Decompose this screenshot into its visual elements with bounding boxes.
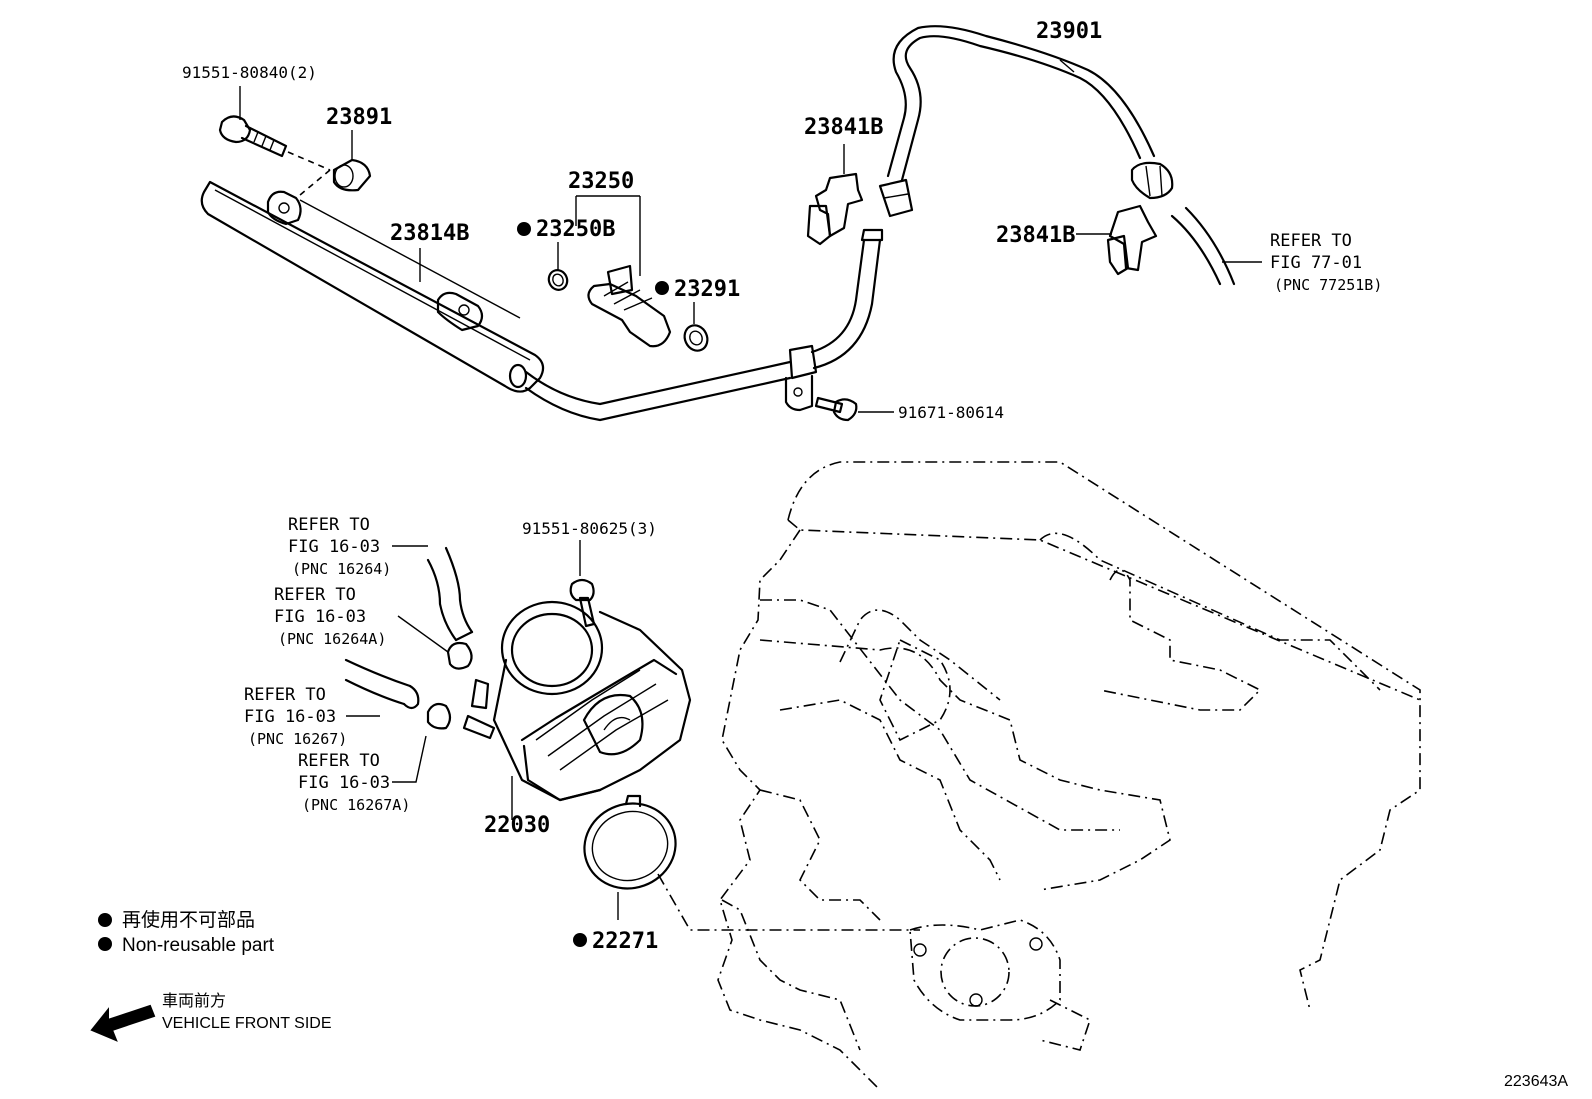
figure-id: 223643A <box>1504 1073 1568 1090</box>
gasket-22271 <box>583 794 920 931</box>
hose-16264 <box>392 545 474 642</box>
label-22271: 22271 <box>592 929 658 954</box>
o-ring-23250b <box>547 269 569 291</box>
injector-23250 <box>575 195 672 348</box>
legend-front-jp: 車両前方 <box>162 992 226 1010</box>
ref-16267a-line1: REFER TO <box>298 751 380 771</box>
ref-16264-line1: REFER TO <box>288 515 370 535</box>
bolt-91551-80840 <box>218 115 331 196</box>
clip-23841b-left <box>806 144 864 246</box>
ref-fig-16-03-16264: REFER TO FIG 16-03 (PNC 16264) <box>288 515 391 578</box>
legend-non-reusable-jp: 再使用不可部品 <box>122 909 255 931</box>
label-23841b-left: 23841B <box>804 115 883 140</box>
clamp-16267a <box>392 702 452 783</box>
label-91551-80625: 91551-80625(3) <box>522 519 657 538</box>
label-23891: 23891 <box>326 105 392 130</box>
fuel-hose-23901 <box>878 25 1174 218</box>
bolt-91551-80625 <box>569 540 596 628</box>
fuel-delivery-pipe <box>200 180 545 393</box>
non-reusable-dot-23250b <box>517 222 531 236</box>
non-reusable-dot-23291 <box>655 281 669 295</box>
ref-16267-line2: FIG 16-03 <box>244 707 336 727</box>
clip-23841b-right <box>1076 204 1158 276</box>
legend-dot-jp <box>98 913 112 927</box>
ref-fig-16-03-16267a: REFER TO FIG 16-03 (PNC 16267A) <box>298 751 410 814</box>
ref-16264-line2: FIG 16-03 <box>288 537 380 557</box>
fuel-line <box>524 228 884 422</box>
clamp-16264a <box>397 615 473 670</box>
label-23901: 23901 <box>1036 19 1102 44</box>
ref-16267-line1: REFER TO <box>244 685 326 705</box>
ref-16264a-line3: (PNC 16264A) <box>278 630 386 648</box>
ref-16267a-line2: FIG 16-03 <box>298 773 390 793</box>
label-91671-80614: 91671-80614 <box>898 403 1004 422</box>
bolt-91671-80614 <box>814 396 894 422</box>
ref-fig-77-01: REFER TO FIG 77-01 (PNC 77251B) <box>1270 231 1382 294</box>
ref-16264-line3: (PNC 16264) <box>292 560 391 578</box>
label-22030: 22030 <box>484 813 550 838</box>
engine-outline <box>717 461 1421 1091</box>
hose-stub-77-01 <box>1170 206 1262 286</box>
label-23841b-right: 23841B <box>996 223 1075 248</box>
ref-fig-16-03-16267: REFER TO FIG 16-03 (PNC 16267) <box>244 685 347 748</box>
label-23291: 23291 <box>674 277 740 302</box>
ref-77-01-line3: (PNC 77251B) <box>1274 276 1382 294</box>
ref-fig-16-03-16264a: REFER TO FIG 16-03 (PNC 16264A) <box>274 585 386 648</box>
label-91551-80840: 91551-80840(2) <box>182 63 317 82</box>
ref-16267-line3: (PNC 16267) <box>248 730 347 748</box>
non-reusable-markers <box>98 222 669 951</box>
sleeve-23891 <box>332 158 372 192</box>
vehicle-front-arrow <box>90 1004 156 1042</box>
ref-16267a-line3: (PNC 16267A) <box>302 796 410 814</box>
legend-front-en: VEHICLE FRONT SIDE <box>162 1015 332 1032</box>
label-23250: 23250 <box>568 169 634 194</box>
non-reusable-dot-22271 <box>573 933 587 947</box>
legend-dot-en <box>98 937 112 951</box>
hose-16267 <box>344 658 420 717</box>
ref-77-01-line2: FIG 77-01 <box>1270 253 1362 273</box>
ref-16264a-line1: REFER TO <box>274 585 356 605</box>
ref-16264a-line2: FIG 16-03 <box>274 607 366 627</box>
ref-77-01-line1: REFER TO <box>1270 231 1352 251</box>
legend-non-reusable-en: Non-reusable part <box>122 935 275 956</box>
throttle-body-22030 <box>462 600 692 820</box>
label-23814b: 23814B <box>390 221 469 246</box>
label-23250b: 23250B <box>536 217 615 242</box>
o-ring-23291 <box>683 324 709 352</box>
